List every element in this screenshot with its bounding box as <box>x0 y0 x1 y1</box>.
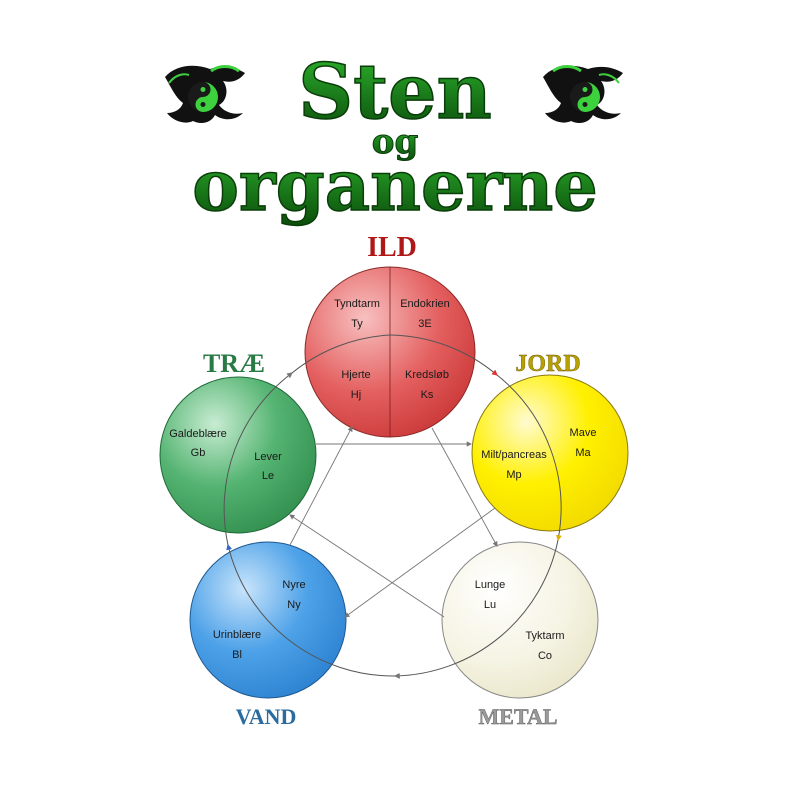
cycle-arc-metal-water <box>393 539 559 679</box>
fire-label: ILD <box>367 232 417 263</box>
organ-code: Lu <box>484 599 496 611</box>
organ-name: Tyktarm <box>525 630 564 642</box>
metal-organs: Lunge Lu Tyktarm Co <box>475 579 565 662</box>
organ-name: Milt/pancreas <box>481 449 547 461</box>
organ-code: Hj <box>351 389 361 401</box>
organ-name: Lever <box>254 451 282 463</box>
element-circles <box>159 266 629 699</box>
star-earth-water <box>344 507 496 618</box>
title-line-3: organerne <box>192 144 598 227</box>
water-organs: Nyre Ny Urinblære Bl <box>213 579 306 661</box>
generating-cycle <box>223 334 562 679</box>
organ-code: Gb <box>191 447 206 459</box>
earth-organs: Mave Ma Milt/pancreas Mp <box>481 427 596 481</box>
element-labels: ILD JORD METAL VAND TRÆ <box>203 232 581 729</box>
earth-label: JORD <box>515 351 580 377</box>
organ-code: 3E <box>418 318 431 330</box>
organ-name: Mave <box>570 427 597 439</box>
organ-code: Ny <box>287 599 301 611</box>
star-fire-metal <box>431 427 498 547</box>
cycle-arc-fire-earth <box>389 334 498 376</box>
organ-code: Ks <box>421 389 434 401</box>
earth-circle <box>471 374 629 532</box>
dragon-yinyang-icon <box>543 65 623 124</box>
cycle-arc-close <box>291 334 391 374</box>
cycle-arc-earth-metal <box>496 374 562 542</box>
organ-code: Ma <box>575 447 591 459</box>
organ-name: Tyndtarm <box>334 298 380 310</box>
wood-label: TRÆ <box>203 349 265 378</box>
organ-name: Nyre <box>282 579 305 591</box>
title-line-2: og <box>372 122 418 162</box>
metal-circle <box>441 541 599 699</box>
cycle-arc-water-wood <box>226 543 396 677</box>
organ-code: Ty <box>351 318 363 330</box>
organ-code: Le <box>262 470 274 482</box>
water-label: VAND <box>236 704 297 729</box>
controlling-cycle <box>289 426 498 618</box>
cycle-arc-wood-fire <box>223 372 293 546</box>
fire-organs: Tyndtarm Ty Endokrien 3E Hjerte Hj Kreds… <box>334 298 450 401</box>
organ-code: Mp <box>506 469 521 481</box>
wood-circle <box>159 376 317 534</box>
title-group: Sten og organerne <box>191 46 598 228</box>
star-metal-wood <box>289 514 445 618</box>
water-circle <box>189 541 347 699</box>
organ-code: Bl <box>232 649 242 661</box>
wood-organs: Galdeblære Gb Lever Le <box>169 428 282 482</box>
organ-name: Endokrien <box>400 298 450 310</box>
star-water-fire <box>289 426 353 546</box>
organ-name: Urinblære <box>213 629 261 641</box>
organ-name: Kredsløb <box>405 369 449 381</box>
metal-label: METAL <box>478 704 557 729</box>
organ-name: Lunge <box>475 579 506 591</box>
title-line-1: Sten <box>298 47 492 136</box>
organ-name: Hjerte <box>341 369 370 381</box>
organ-code: Co <box>538 650 552 662</box>
organ-name: Galdeblære <box>169 428 226 440</box>
dragon-yinyang-icon <box>165 65 245 124</box>
